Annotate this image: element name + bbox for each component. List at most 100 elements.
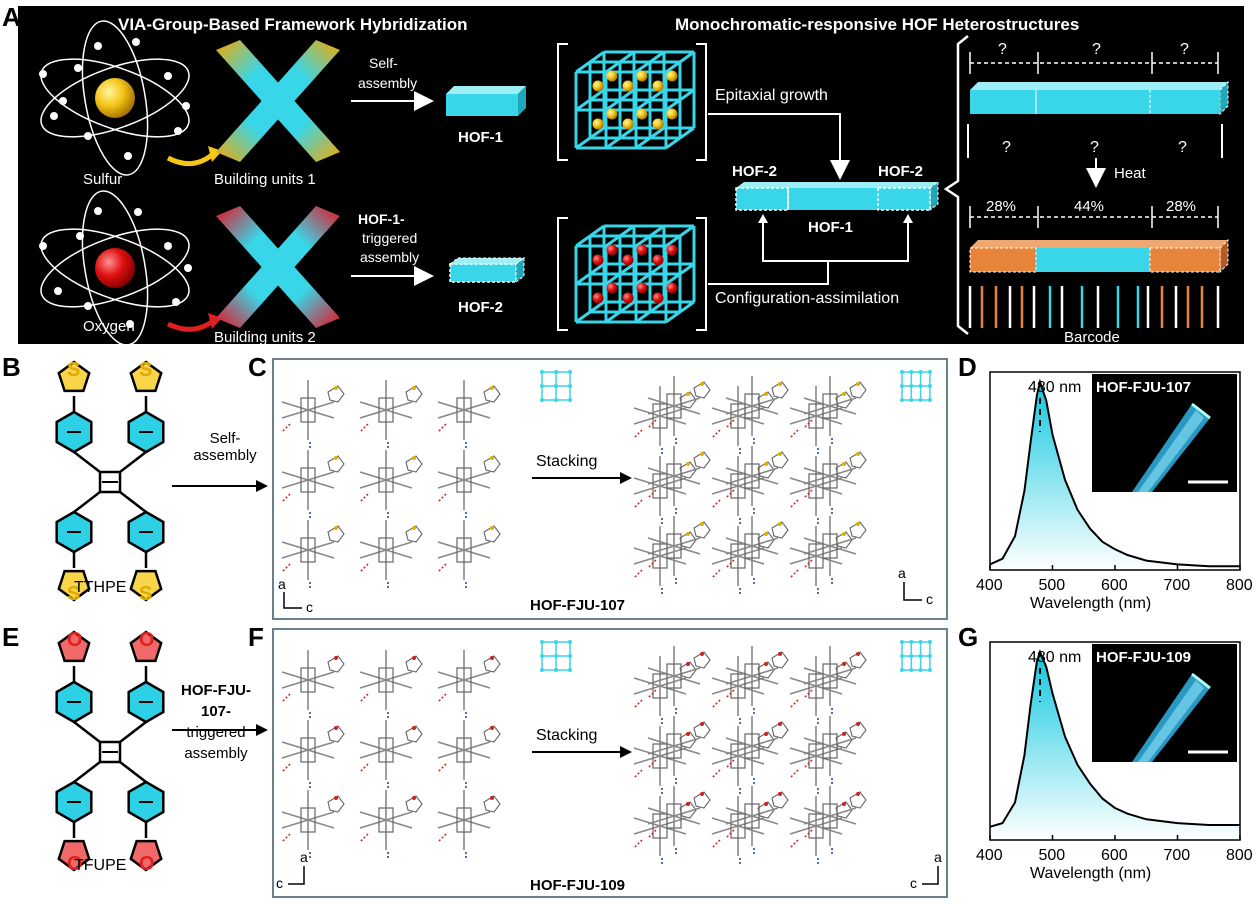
lattice2-left-bracket: [557, 217, 568, 331]
panel-e-arrow-text: HOF-FJU- 107- triggered assembly: [172, 680, 260, 764]
axis-a-c-right: a: [898, 565, 906, 581]
triggered-e-2: 107-: [200, 703, 232, 720]
panel-label-d: D: [958, 352, 977, 382]
hof1-lattice-icon: [574, 50, 696, 150]
building-units-2-label: Building units 2: [214, 329, 316, 344]
epitaxial-growth-label: Epitaxial growth: [715, 87, 828, 104]
triggered-e-4: assembly: [184, 745, 248, 762]
cyan-net-icon-f2: [900, 640, 932, 672]
svg-text:O: O: [67, 629, 83, 651]
assimilation-connector: [708, 221, 909, 285]
panel-e-arrow-icon: [172, 724, 268, 736]
axes-f-right: [922, 866, 939, 885]
unknown-segments-dimension: [969, 52, 1219, 74]
panel-label-e: E: [2, 622, 20, 652]
cyan-net-icon-c1: [540, 370, 572, 402]
x-tick-label: 600: [1101, 847, 1128, 864]
axes-c-left: [283, 592, 302, 609]
svg-text:S: S: [67, 359, 80, 381]
panel-label-g: G: [958, 622, 979, 652]
self-assembly-text-2: assembly: [358, 75, 417, 91]
q-left: ?: [998, 41, 1007, 58]
oxygen-atom-icon: [39, 190, 192, 346]
panel-f-structure: Stacking HOF-FJU-109 a c a c: [272, 628, 948, 898]
cyan-net-icon-c2: [900, 370, 932, 402]
self-assembly-text-1: Self-: [369, 55, 398, 71]
title-right: Monochromatic-responsive HOF Heterostruc…: [675, 15, 1079, 34]
x-tick-label: 500: [1039, 577, 1066, 594]
panel-c-svg: Stacking HOF-FJU-107 a c a c: [278, 370, 933, 615]
panel-label-c: C: [248, 352, 267, 382]
hof2-crystal-icon: [448, 257, 526, 283]
triggered-e-1: HOF-FJU-: [181, 682, 251, 699]
svg-text:O: O: [139, 853, 155, 875]
sulfur-label: Sulfur: [83, 171, 122, 188]
inset-label: HOF-FJU-107: [1096, 379, 1191, 396]
spectrum-line: [989, 649, 1240, 828]
hof1-center-label: HOF-1: [808, 219, 853, 236]
heterostructure-crystal-icon: [735, 181, 939, 211]
lattice1-left-bracket: [557, 43, 568, 161]
axis-a-f-left: a: [300, 849, 308, 865]
axis-c-c-left: c: [306, 599, 313, 615]
self-assembly-b-1: Self-: [209, 430, 241, 447]
stacking-f-label: Stacking: [536, 727, 597, 744]
panel-label-a: A: [2, 2, 21, 32]
hof1-triggered-text-2: triggered: [362, 230, 417, 246]
panel-label-f: F: [248, 622, 264, 652]
epitaxial-arrow-icon: [708, 113, 850, 180]
stacking-c-label: Stacking: [536, 453, 597, 470]
pct-mid: 44%: [1074, 198, 1104, 215]
hof1-crystal-icon: [446, 86, 526, 116]
q-barcode-mid: ?: [1090, 139, 1099, 156]
yellow-curved-arrow-icon: [166, 152, 215, 167]
axis-c-f-right: c: [910, 875, 917, 891]
tthpe-label: TTHPE: [74, 579, 126, 596]
barcode-label: Barcode: [1064, 329, 1120, 344]
triggered-e-3: triggered: [186, 724, 246, 741]
x-tick-label: 800: [1226, 577, 1252, 594]
big-bracket: [943, 35, 969, 335]
x-tick-label: 700: [1164, 847, 1191, 864]
x-tick-label: 700: [1164, 577, 1191, 594]
self-assembly-b-2: assembly: [193, 447, 257, 464]
q-barcode-right: ?: [1178, 139, 1187, 156]
panel-f-svg: Stacking HOF-FJU-109 a c a c: [276, 640, 942, 894]
red-curved-arrow-icon: [166, 318, 215, 332]
peak-label: 480 nm: [1028, 379, 1081, 396]
hof2-right-label: HOF-2: [878, 163, 923, 180]
axis-a-f-right: a: [934, 849, 942, 865]
hof2-label: HOF-2: [458, 299, 503, 316]
x-axis-label: Wavelength (nm): [1030, 865, 1151, 882]
panel-b-arrow-icon: [172, 480, 268, 492]
svg-text:S: S: [139, 583, 152, 605]
hof1-triggered-text-3: assembly: [360, 249, 419, 265]
axes-c-right: [903, 582, 922, 601]
q-mid: ?: [1092, 41, 1101, 58]
axis-c-c-right: c: [926, 591, 933, 607]
axes-f-left: [288, 866, 305, 885]
crystal-glow: [1132, 672, 1211, 762]
q-right: ?: [1180, 41, 1189, 58]
peak-label: 480 nm: [1028, 649, 1081, 666]
panel-b-arrow-text: Self- assembly: [190, 430, 260, 464]
barcode-icon: [968, 286, 1220, 328]
x-axis-label: Wavelength (nm): [1030, 595, 1151, 612]
heated-crystal-icon: [969, 238, 1229, 274]
spectrum-area: [990, 382, 1240, 570]
hof-fju-109-label: HOF-FJU-109: [530, 877, 625, 894]
building-units-2-icon: [216, 206, 340, 328]
lattice1-right-bracket: [696, 43, 707, 161]
unknown-crystal-icon: [970, 80, 1229, 116]
assimilation-arrowhead-left-icon: [758, 214, 768, 223]
oxygen-label: Oxygen: [83, 318, 135, 335]
svg-text:O: O: [139, 629, 155, 651]
panel-a-schematic: VIA-Group-Based Framework Hybridization …: [18, 6, 1244, 346]
x-tick-label: 400: [976, 847, 1003, 864]
hof1-triggered-text-1: HOF-1-: [358, 211, 405, 227]
axis-c-f-left: c: [276, 875, 283, 891]
inset-label: HOF-FJU-109: [1096, 649, 1191, 666]
